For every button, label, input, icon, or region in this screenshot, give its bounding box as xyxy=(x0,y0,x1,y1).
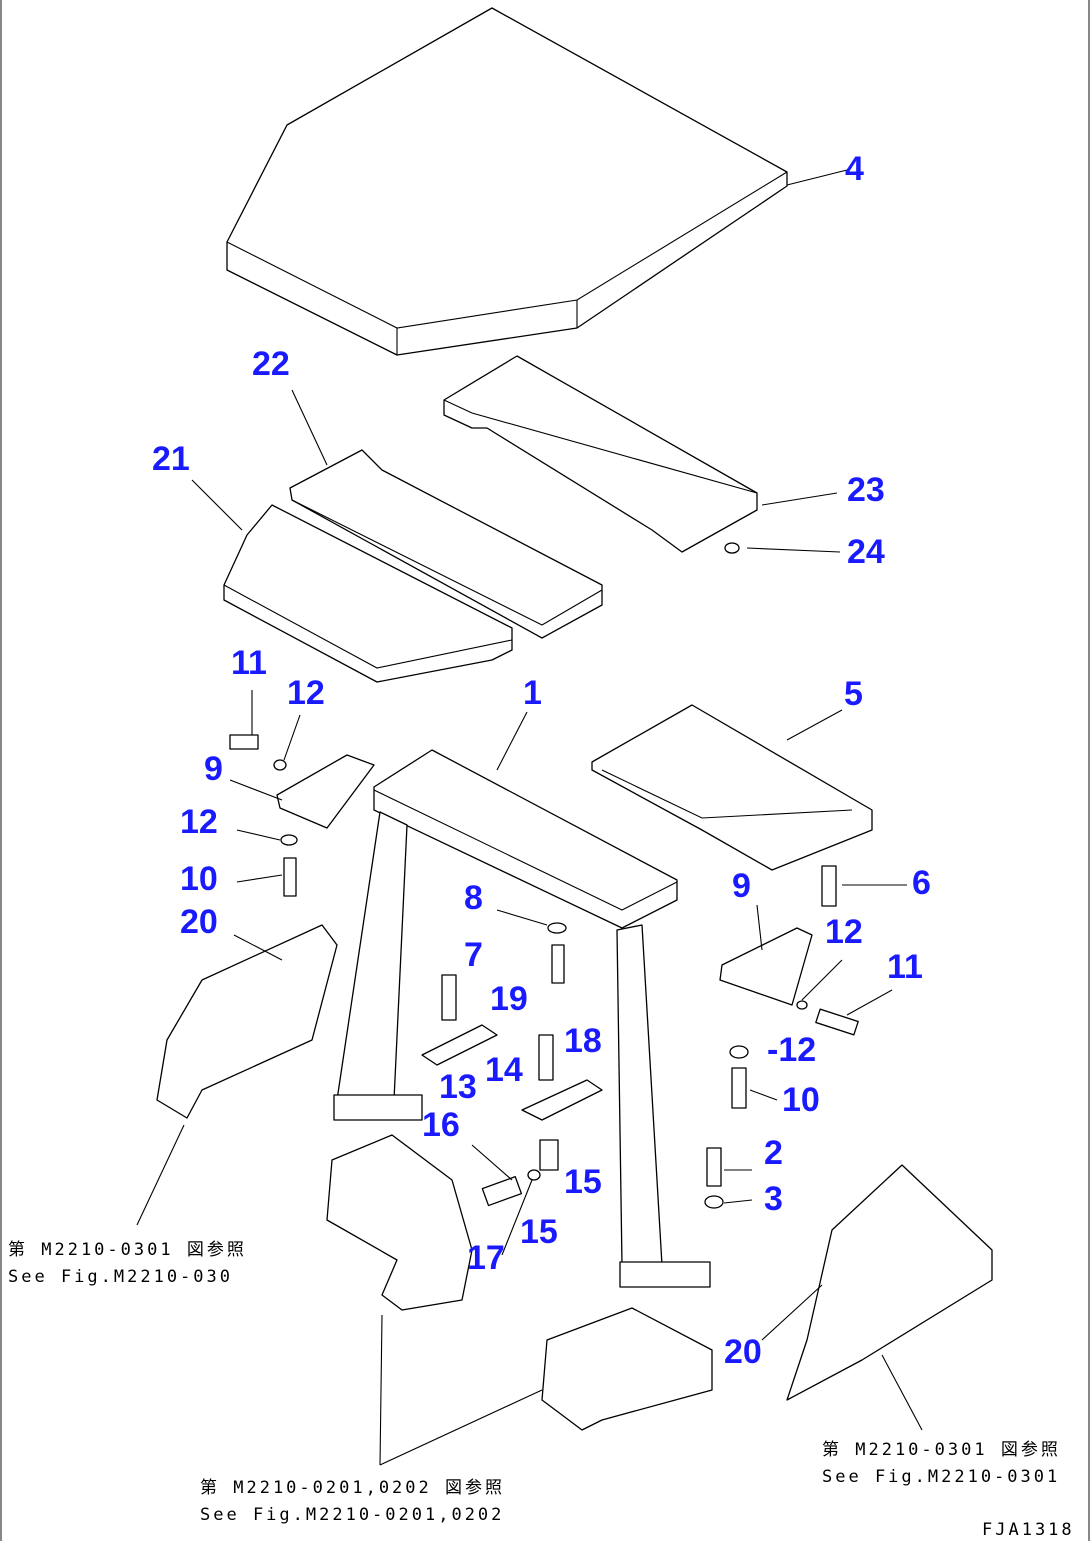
part-24-washer xyxy=(724,542,740,554)
part-20-cover-right xyxy=(786,1164,993,1401)
callout-5: 5 xyxy=(844,675,863,713)
callout-10: 10 xyxy=(180,860,218,898)
callout-numbers: 4 22 21 23 24 11 12 1 5 9 12 10 20 8 6 9… xyxy=(152,150,931,1371)
part-22-plate xyxy=(289,449,603,639)
ref-right-jp: 第 M2210-0301 図参照 xyxy=(822,1440,1061,1460)
reference-notes: 第 M2210-0301 図参照 See Fig.M2210-030 第 M22… xyxy=(8,1240,1075,1540)
callout-11: 11 xyxy=(887,948,923,986)
part-4-cover xyxy=(226,7,788,356)
callout-19: 19 xyxy=(490,980,528,1018)
part-23-plate xyxy=(443,355,758,553)
part-20-cover-left xyxy=(156,924,338,1119)
callout-21: 21 xyxy=(152,440,190,478)
part-1-frame xyxy=(333,749,711,1288)
bolts-and-washers xyxy=(229,734,859,1209)
callout-15: 15 xyxy=(564,1163,602,1201)
callout-6: 6 xyxy=(912,864,931,902)
ref-left-en: See Fig.M2210-030 xyxy=(8,1267,233,1287)
callout-12: 12 xyxy=(287,674,325,712)
callout-24: 24 xyxy=(847,533,885,571)
callout-23: 23 xyxy=(847,471,885,509)
callout-10: 10 xyxy=(782,1081,820,1119)
callout-20: 20 xyxy=(724,1333,762,1371)
callout-15: 15 xyxy=(520,1213,558,1251)
callout-1: 1 xyxy=(523,674,542,712)
callout-9: 9 xyxy=(732,867,751,905)
part-9-bracket-right xyxy=(719,927,813,1006)
callout-17: 17 xyxy=(467,1239,505,1277)
ref-left-jp: 第 M2210-0301 図参照 xyxy=(8,1240,247,1260)
callout-12: 12 xyxy=(825,913,863,951)
ref-bottom-jp: 第 M2210-0201,0202 図参照 xyxy=(200,1478,505,1498)
callout-20: 20 xyxy=(180,903,218,941)
callout-12: -12 xyxy=(767,1031,816,1069)
callout-11: 11 xyxy=(231,644,267,682)
reference-housing-center xyxy=(541,1307,713,1431)
callout-2: 2 xyxy=(764,1134,783,1172)
callout-9: 9 xyxy=(204,750,223,788)
part-9-bracket-left xyxy=(276,754,375,829)
callout-4: 4 xyxy=(845,150,864,188)
callout-16: 16 xyxy=(422,1106,460,1144)
callout-22: 22 xyxy=(252,345,290,383)
leader-lines xyxy=(136,169,923,1466)
ref-bottom-en: See Fig.M2210-0201,0202 xyxy=(200,1505,504,1525)
callout-3: 3 xyxy=(764,1180,783,1218)
callout-14: 14 xyxy=(485,1051,523,1089)
callout-18: 18 xyxy=(564,1022,602,1060)
callout-8: 8 xyxy=(464,879,483,917)
drawing-code: FJA1318 xyxy=(982,1520,1075,1540)
part-5-plate xyxy=(591,704,873,871)
callout-7: 7 xyxy=(464,936,483,974)
ref-right-en: See Fig.M2210-0301 xyxy=(822,1467,1060,1487)
reference-housing-left xyxy=(326,1134,473,1311)
part-21-plate xyxy=(223,504,513,683)
callout-13: 13 xyxy=(439,1068,477,1106)
callout-12: 12 xyxy=(180,803,218,841)
